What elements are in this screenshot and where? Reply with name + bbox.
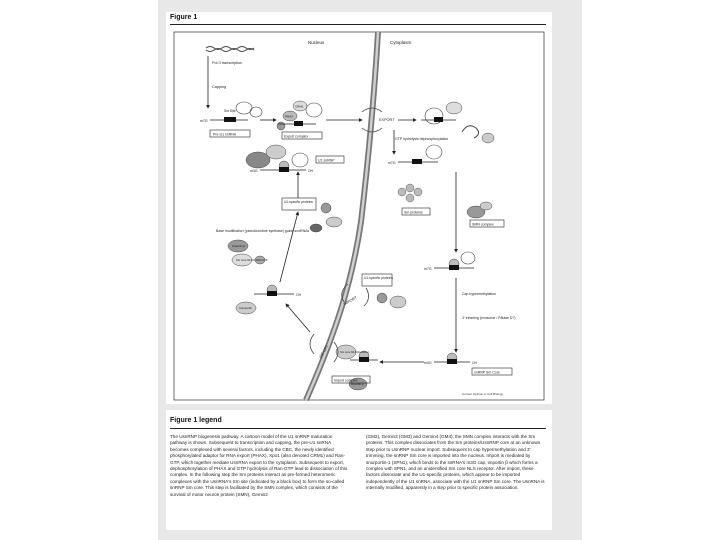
import-receptor-shape (335, 344, 357, 360)
base-mod-label: Base modification (pseudouridine synthas… (216, 229, 309, 233)
export-label: EXPORT (379, 118, 395, 122)
svg-text:OH: OH (472, 361, 478, 365)
u1-snrnp-shape (245, 151, 271, 169)
nucleus-label: Nucleus (308, 40, 325, 45)
sm-proteins-label: Sm proteins (404, 211, 423, 215)
u1-proteins-label-cyto: U1-specific proteins (364, 276, 393, 280)
capping-label: Capping (212, 85, 226, 89)
figure-panel: Figure 1 Nucleus Cytoplasm Pol II transc… (166, 12, 552, 404)
svg-text:RAN GTP: RAN GTP (256, 258, 268, 262)
legend-text-right: (GM2), Gemin3 (GM3) and Gemin4 (GM4); th… (366, 434, 545, 491)
svg-text:OH: OH (308, 169, 314, 173)
import-pore (309, 333, 339, 363)
legend-rule (170, 428, 546, 429)
sm-site-box (224, 117, 236, 122)
m7g-label-1: m7G (200, 119, 208, 123)
sm-proteins-box (401, 207, 431, 216)
pre-u1-label: Pre-U1 snRNA (213, 133, 237, 137)
svg-text:OH: OH (296, 293, 302, 297)
figure-title-rule (170, 24, 546, 25)
u1-snrnp-label: U1 snRNP (318, 159, 335, 163)
phax-shape (282, 110, 298, 122)
crm1-shape (292, 100, 308, 112)
svg-text:Sm core NLS Receptor: Sm core NLS Receptor (340, 350, 369, 354)
dna-helix (205, 46, 255, 50)
nuclear-envelope (303, 31, 381, 402)
svg-text:Importin-β: Importin-β (232, 244, 245, 248)
svg-text:m7G: m7G (388, 161, 396, 165)
cbc-shape (276, 121, 286, 131)
import-label-2: IMPORT (343, 295, 358, 306)
gtp-hydrolysis-label: GTP hydrolysis dephosphorylation (395, 137, 448, 141)
svg-text:m3G: m3G (424, 361, 432, 365)
import-complex-label: Import complex (334, 379, 358, 383)
svg-text:m3G: m3G (250, 169, 258, 173)
svg-text:Sm core NLS Receptor: Sm core NLS Receptor (236, 258, 265, 262)
pol2-label: Pol II transcription (212, 61, 242, 65)
import-label-1: IMPORT (319, 344, 330, 359)
export-complex-box (281, 131, 323, 140)
legend-text-left: The UsnRNP biogenesis pathway. A cartoon… (170, 434, 348, 497)
diagram-frame (173, 31, 545, 401)
trimming-label: 3' trimming (exosome / RNase D?) (462, 316, 516, 320)
credit-label: Current Opinion in Cell Biology (462, 392, 504, 396)
sm-protein-ring (397, 187, 407, 197)
cytoplasm-label: Cytoplasm (390, 40, 412, 45)
sm-site-label: Sm Site (224, 109, 236, 113)
u1-proteins-label-nuc: U1-specific proteins (284, 200, 313, 204)
phax-release-shape (461, 125, 480, 139)
biogenesis-diagram: Nucleus Cytoplasm Pol II transcription C… (173, 31, 545, 402)
legend-panel: Figure 1 legend The UsnRNP biogenesis pa… (166, 410, 552, 530)
svg-text:Importin-β: Importin-β (351, 382, 364, 386)
export-complex-label: Export complex (284, 135, 308, 139)
svg-text:Snurportin: Snurportin (239, 306, 252, 310)
svg-text:CRM1: CRM1 (295, 105, 304, 109)
figure-title: Figure 1 (170, 14, 198, 21)
snrnp-sm-core-label: snRNP Sm Core (474, 371, 500, 375)
export-pore (361, 107, 383, 133)
smn-complex-label: SMN complex (472, 223, 494, 227)
cap-hyper-label: Cap hypermethylation (462, 292, 496, 296)
pre-u1-box (209, 129, 251, 138)
legend-title: Figure 1 legend (170, 417, 222, 424)
svg-text:PHAX: PHAX (285, 115, 293, 119)
svg-text:m7G: m7G (424, 267, 432, 271)
smn-complex-shape (466, 205, 486, 219)
